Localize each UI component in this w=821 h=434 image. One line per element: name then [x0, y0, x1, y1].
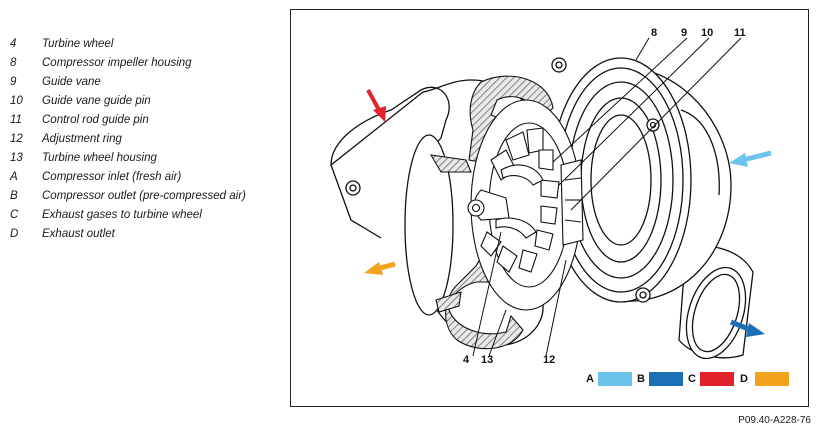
legend-list: 4 Turbine wheel 8 Compressor impeller hous… [10, 38, 246, 247]
arrow-exhaust-in-icon [366, 89, 386, 122]
callout-11: 11 [734, 27, 746, 39]
callout-10: 10 [701, 27, 713, 39]
legend-item: 8 Compressor impeller housing [10, 57, 246, 76]
callout-4: 4 [463, 354, 470, 366]
legend-key: 8 [10, 57, 17, 69]
callout-numbers: 8 9 10 11 4 13 12 [463, 27, 746, 366]
legend-text: Turbine wheel [42, 38, 114, 50]
flow-key-b-swatch [649, 372, 683, 386]
legend-text: Compressor inlet (fresh air) [42, 171, 182, 183]
compressor-housing [550, 57, 732, 303]
legend-item: 12 Adjustment ring [10, 133, 246, 152]
legend-text: Control rod guide pin [42, 114, 149, 126]
callout-13: 13 [481, 354, 493, 366]
legend-item: C Exhaust gases to turbine wheel [10, 209, 246, 228]
legend-text: Compressor outlet (pre-compressed air) [42, 190, 246, 202]
legend-key: 12 [10, 133, 23, 145]
legend-text: Guide vane [42, 76, 101, 88]
legend-key: 4 [10, 38, 17, 50]
legend-key: 13 [10, 152, 23, 164]
legend-key: 11 [10, 114, 22, 126]
legend-key: B [10, 190, 18, 202]
legend-item: 11 Control rod guide pin [10, 114, 246, 133]
legend-key: 9 [10, 76, 17, 88]
legend-text: Exhaust gases to turbine wheel [42, 209, 202, 221]
legend-item: 10 Guide vane guide pin [10, 95, 246, 114]
legend-item: A Compressor inlet (fresh air) [10, 171, 246, 190]
arrow-fresh-air-icon [729, 150, 772, 167]
arrow-compressed-air-icon [730, 319, 765, 337]
flow-key-c-label: C [688, 373, 696, 385]
legend-key: 10 [10, 95, 23, 107]
flow-arrows [364, 89, 772, 337]
figure-reference-code: P09.40-A228-76 [738, 415, 811, 426]
turbocharger-figure: 8 9 10 11 4 13 12 [290, 9, 809, 407]
flow-key-d-label: D [740, 373, 748, 385]
legend-text: Turbine wheel housing [42, 152, 157, 164]
callout-leaders [472, 37, 742, 357]
compressor-outlet-pipe [678, 245, 754, 360]
legend-item: D Exhaust outlet [10, 228, 246, 247]
flow-key-c-swatch [700, 372, 734, 386]
legend-key: C [10, 209, 19, 221]
flow-key-a-label: A [586, 373, 594, 385]
flow-key-b-label: B [637, 373, 645, 385]
legend-item: 13 Turbine wheel housing [10, 152, 246, 171]
turbine-wheel-assembly [467, 99, 584, 311]
legend-text: Adjustment ring [42, 133, 122, 145]
arrow-exhaust-out-icon [364, 261, 396, 275]
legend-key: A [10, 171, 18, 183]
legend-item: 4 Turbine wheel [10, 38, 246, 57]
callout-8: 8 [651, 27, 657, 39]
callout-12: 12 [543, 354, 555, 366]
legend-key: D [10, 228, 19, 240]
flow-key-d-swatch [755, 372, 789, 386]
legend-item: B Compressor outlet (pre-compressed air) [10, 190, 246, 209]
legend-text: Compressor impeller housing [42, 57, 192, 69]
flow-color-key: A B C D [586, 372, 789, 386]
legend-item: 9 Guide vane [10, 76, 246, 95]
turbocharger-illustration: 8 9 10 11 4 13 12 [330, 27, 789, 386]
callout-9: 9 [681, 27, 687, 39]
legend-text: Guide vane guide pin [42, 95, 151, 107]
legend-text: Exhaust outlet [42, 228, 115, 240]
flow-key-a-swatch [598, 372, 632, 386]
